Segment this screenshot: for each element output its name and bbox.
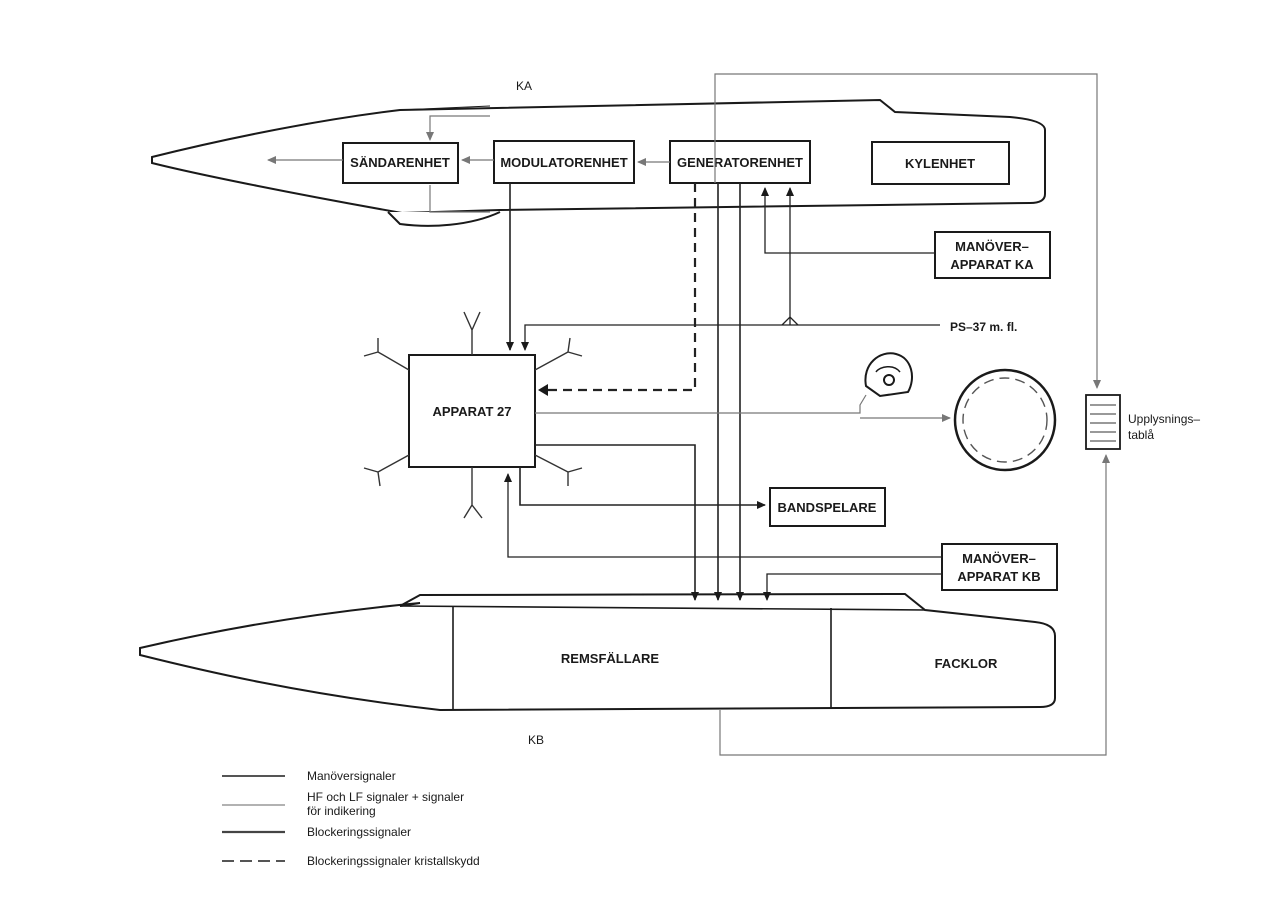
legend-item-hf-text2: för indikering: [307, 804, 376, 818]
helmet-icon: [864, 352, 913, 398]
legend: Manöversignaler HF och LF signaler + sig…: [222, 769, 480, 868]
legend-item-hf: HF och LF signaler + signaler för indike…: [222, 790, 464, 818]
unit-sandarenhet-label: SÄNDARENHET: [350, 155, 450, 170]
upplysningstabla-line2: tablå: [1128, 428, 1154, 442]
antenna-icons: [363, 311, 583, 519]
unit-modulatorenhet-label: MODULATORENHET: [500, 155, 627, 170]
legend-item-blockering-text: Blockeringssignaler: [307, 825, 411, 839]
pod-kb-section-remsfallare: REMSFÄLLARE: [561, 651, 660, 666]
unit-kylenhet-label: KYLENHET: [905, 156, 975, 171]
manoverapparat-kb: MANÖVER– APPARAT KB: [941, 543, 1058, 591]
legend-item-manover-text: Manöversignaler: [307, 769, 396, 783]
legend-item-kristall: Blockeringssignaler kristallskydd: [222, 854, 480, 868]
pod-kb: REMSFÄLLARE FACKLOR KB: [139, 592, 1056, 747]
bandspelare: BANDSPELARE: [769, 487, 886, 527]
legend-item-blockering: Blockeringssignaler: [222, 825, 411, 839]
legend-item-manover: Manöversignaler: [222, 769, 396, 783]
legend-item-hf-text1: HF och LF signaler + signaler: [307, 790, 464, 804]
upplysningstabla-line1: Upplysnings–: [1128, 412, 1200, 426]
apparat-27-label: APPARAT 27: [433, 404, 512, 419]
manoverapparat-ka: MANÖVER– APPARAT KA: [934, 231, 1051, 279]
manoverapparat-ka-line1: MANÖVER–: [955, 239, 1029, 254]
ka-internal-signals: [267, 115, 670, 213]
display-scope-icon: [953, 368, 1057, 472]
unit-modulatorenhet: MODULATORENHET: [493, 140, 635, 184]
unit-kylenhet: KYLENHET: [871, 141, 1010, 185]
pod-kb-section-facklor: FACKLOR: [935, 656, 998, 671]
manoverapparat-kb-line1: MANÖVER–: [962, 551, 1036, 566]
ps37-label: PS–37 m. fl.: [950, 320, 1017, 334]
apparat-27: APPARAT 27: [408, 354, 536, 468]
upplysningstabla: Upplysnings– tablå: [1085, 394, 1200, 450]
bandspelare-label: BANDSPELARE: [778, 500, 877, 515]
unit-generatorenhet-label: GENERATORENHET: [677, 155, 803, 170]
manoverapparat-kb-line2: APPARAT KB: [957, 569, 1040, 584]
legend-item-kristall-text: Blockeringssignaler kristallskydd: [307, 854, 480, 868]
unit-generatorenhet: GENERATORENHET: [669, 140, 811, 184]
signal-lines: [504, 73, 1110, 756]
unit-sandarenhet: SÄNDARENHET: [342, 142, 459, 184]
manoverapparat-ka-line2: APPARAT KA: [950, 257, 1034, 272]
pod-kb-label: KB: [528, 733, 544, 747]
pod-ka-label: KA: [516, 79, 532, 93]
